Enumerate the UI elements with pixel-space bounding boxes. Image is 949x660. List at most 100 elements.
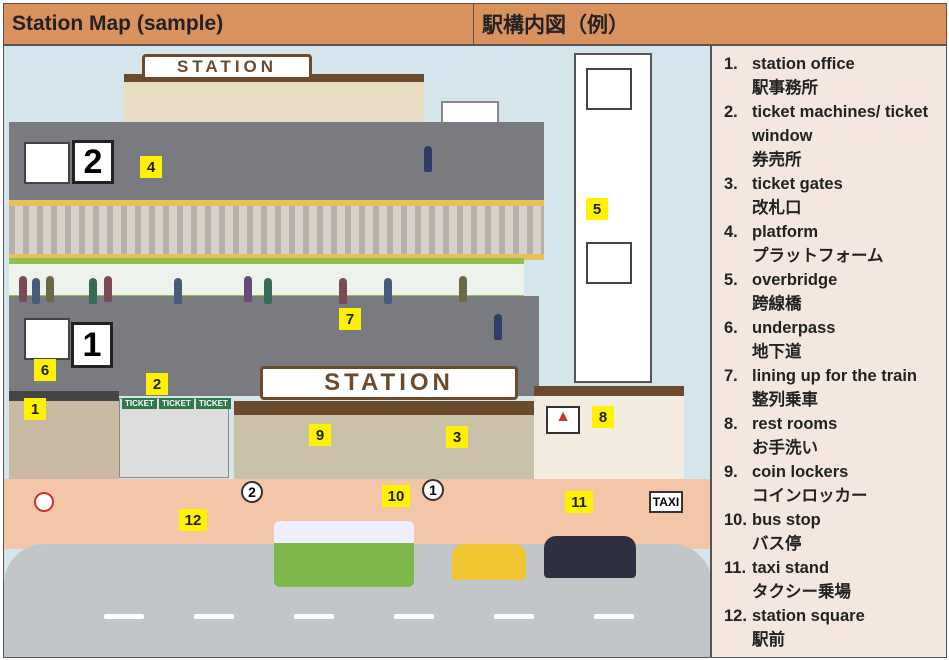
legend-english: station square (752, 607, 865, 625)
legend-item: 8. rest rooms お手洗い (724, 412, 946, 460)
marker-8: 8 (592, 406, 614, 428)
legend-japanese: 改札口 (752, 199, 802, 217)
legend-japanese: タクシー乗場 (752, 583, 851, 601)
legend-english: rest rooms (752, 415, 838, 433)
station-sign-main: STATION (260, 366, 518, 400)
legend-japanese: 地下道 (752, 343, 802, 361)
ticket-machines (119, 398, 229, 478)
taxi-sign: TAXI (649, 491, 683, 513)
passenger (264, 278, 272, 304)
road-marking (394, 614, 434, 619)
ticket-label: TICKET (196, 398, 231, 409)
legend-japanese: 整列乗車 (752, 391, 818, 409)
legend-number: 4. (724, 223, 738, 241)
stairs-icon (586, 68, 632, 110)
passenger (104, 276, 112, 302)
marker-1: 1 (24, 398, 46, 420)
title-english: Station Map (sample) (3, 3, 474, 45)
ticket-label: TICKET (159, 398, 194, 409)
ticket-label: TICKET (122, 398, 157, 409)
taxi-yellow (452, 544, 526, 580)
marker-10: 10 (382, 485, 410, 507)
legend-japanese: 駅前 (752, 631, 785, 649)
legend-english: overbridge (752, 271, 838, 289)
legend-english: underpass (752, 319, 836, 337)
passenger (339, 278, 347, 304)
marker-7: 7 (339, 308, 361, 330)
road-marking (104, 614, 144, 619)
station-staff (494, 314, 502, 340)
marker-5: 5 (586, 198, 608, 220)
stairs-icon (24, 318, 70, 360)
station-map: STATION 2 1 TICKET TICKET TICKET STATION… (3, 45, 711, 658)
legend-number: 5. (724, 271, 738, 289)
platform-number-2: 2 (72, 140, 114, 184)
legend-japanese: 券売所 (752, 151, 802, 169)
marker-4: 4 (140, 156, 162, 178)
passenger (384, 278, 392, 304)
station-staff (424, 146, 432, 172)
bus-stop-1: 1 (422, 479, 444, 501)
restroom-icon: ▲ (546, 406, 580, 434)
passenger (32, 278, 40, 304)
legend-number: 9. (724, 463, 738, 481)
legend-number: 7. (724, 367, 738, 385)
legend-english: taxi stand (752, 559, 830, 577)
restroom-building (534, 386, 684, 481)
platform-number-1: 1 (71, 322, 113, 368)
legend-item: 5. overbridge 跨線橋 (724, 268, 946, 316)
legend-english: lining up for the train (752, 367, 917, 385)
legend-number: 1. (724, 55, 738, 73)
marker-3: 3 (446, 426, 468, 448)
stairs-icon (24, 142, 70, 184)
legend-english: station office (752, 55, 855, 73)
legend-item: 12. station square 駅前 (724, 604, 946, 652)
top-station-building (124, 74, 424, 124)
marker-12: 12 (179, 509, 207, 531)
legend-item: 6. underpass 地下道 (724, 316, 946, 364)
legend-item: 11. taxi stand タクシー乗場 (724, 556, 946, 604)
passenger (19, 276, 27, 302)
legend-item: 7. lining up for the train 整列乗車 (724, 364, 946, 412)
title-japanese: 駅構内図（例） (473, 3, 947, 45)
marker-11: 11 (565, 491, 593, 513)
legend-japanese: 駅事務所 (752, 79, 818, 97)
road-marking (294, 614, 334, 619)
legend-english: ticket gates (752, 175, 843, 193)
taxi-black (544, 536, 636, 578)
legend-japanese: 跨線橋 (752, 295, 802, 313)
station-sign-top: STATION (142, 54, 312, 80)
legend-english: coin lockers (752, 463, 849, 481)
marker-2: 2 (146, 373, 168, 395)
legend-item: 1. station office 駅事務所 (724, 52, 946, 100)
stairs-icon (586, 242, 632, 284)
legend-japanese: プラットフォーム (752, 247, 884, 265)
passenger (46, 276, 54, 302)
road-marking (594, 614, 634, 619)
legend-japanese: バス停 (752, 535, 802, 553)
legend-japanese: お手洗い (752, 439, 818, 457)
legend-number: 2. (724, 103, 738, 121)
main-station-building (234, 401, 534, 481)
legend-number: 11. (724, 559, 747, 577)
marker-9: 9 (309, 424, 331, 446)
bus-stop-sign (34, 492, 54, 512)
bus (274, 521, 414, 587)
passenger (244, 276, 252, 302)
bus-stop-2: 2 (241, 481, 263, 503)
legend-number: 6. (724, 319, 738, 337)
station-office (9, 391, 119, 479)
railway-tracks (9, 200, 544, 260)
legend: 1. station office 駅事務所 2.ticket machines/ t… (711, 45, 947, 658)
legend-number: 12. (724, 607, 747, 625)
road-marking (194, 614, 234, 619)
marker-6: 6 (34, 359, 56, 381)
road-marking (494, 614, 534, 619)
legend-number: 8. (724, 415, 738, 433)
passenger (89, 278, 97, 304)
